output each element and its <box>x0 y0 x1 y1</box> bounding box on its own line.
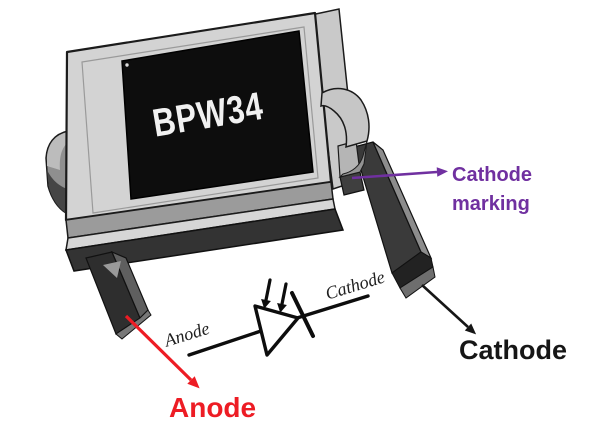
symbol-anode-lead <box>187 329 263 357</box>
chip-dot <box>125 63 129 67</box>
package-body <box>64 11 345 272</box>
anode-arrow <box>124 314 200 389</box>
anode-pin <box>85 250 152 340</box>
cathode-pin <box>353 141 436 299</box>
cathode-pin-tip-face <box>399 266 436 299</box>
light-arrows-icon <box>261 278 288 313</box>
cathode-pin-label: Cathode <box>459 335 567 365</box>
cathode-pin-tip-band <box>391 251 434 289</box>
right-tab-front-face <box>338 140 368 178</box>
anode-pin-bend-highlight <box>103 261 121 278</box>
right-tab-top-face <box>320 87 370 149</box>
symbol-cathode-bar <box>290 291 315 338</box>
cathode-arrow <box>421 284 477 335</box>
symbol-diode-triangle <box>253 304 300 357</box>
anode-pin-label: Anode <box>169 392 257 423</box>
cathode-marking-arrow <box>351 167 448 180</box>
photodiode-symbol <box>187 278 370 357</box>
cathode-marking-label: Cathode marking <box>452 164 532 215</box>
package-base <box>64 208 345 272</box>
left-tab-top-face <box>47 132 70 170</box>
cathode-marking-tab <box>320 87 370 196</box>
package-inner-frame-line <box>81 26 319 214</box>
symbol-cathode-lead <box>295 294 370 320</box>
photodiode-window <box>121 30 314 200</box>
